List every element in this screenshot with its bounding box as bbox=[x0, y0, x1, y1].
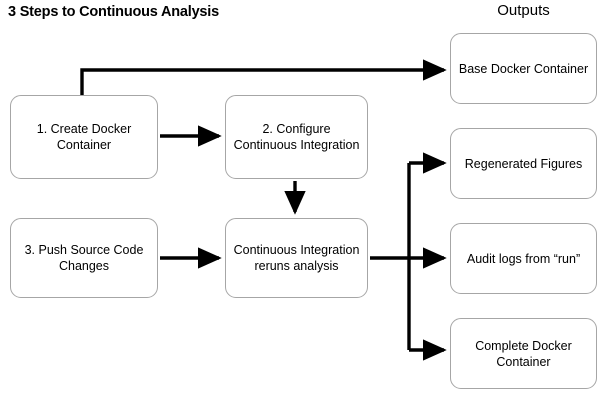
node-label: 3. Push Source Code Changes bbox=[24, 243, 144, 273]
node-complete-docker-container[interactable]: Complete Docker Container bbox=[450, 318, 597, 389]
node-label: 2. Configure Continuous Integration bbox=[233, 122, 360, 152]
outputs-column-header: Outputs bbox=[497, 2, 550, 19]
node-label: Complete Docker Container bbox=[475, 338, 572, 369]
node-regenerated-figures[interactable]: Regenerated Figures bbox=[450, 128, 597, 199]
page-title: 3 Steps to Continuous Analysis bbox=[8, 4, 219, 20]
node-label: Base Docker Container bbox=[458, 61, 589, 76]
node-base-docker-container[interactable]: Base Docker Container bbox=[450, 33, 597, 104]
node-create-docker-container[interactable]: 1. Create Docker Container bbox=[10, 95, 158, 179]
node-continuous-integration-reruns-analysis[interactable]: Continuous Integration reruns analysis bbox=[225, 218, 368, 298]
node-label: Continuous Integration reruns analysis bbox=[233, 243, 360, 273]
node-label: 1. Create Docker Container bbox=[36, 122, 132, 152]
connector-create-to-base-docker bbox=[80, 59, 447, 95]
node-configure-continuous-integration[interactable]: 2. Configure Continuous Integration bbox=[225, 95, 368, 179]
node-label: Regenerated Figures bbox=[464, 156, 583, 171]
node-push-source-code-changes[interactable]: 3. Push Source Code Changes bbox=[10, 218, 158, 298]
node-audit-logs-from-run[interactable]: Audit logs from “run” bbox=[450, 223, 597, 294]
node-label: Audit logs from “run” bbox=[466, 251, 581, 266]
